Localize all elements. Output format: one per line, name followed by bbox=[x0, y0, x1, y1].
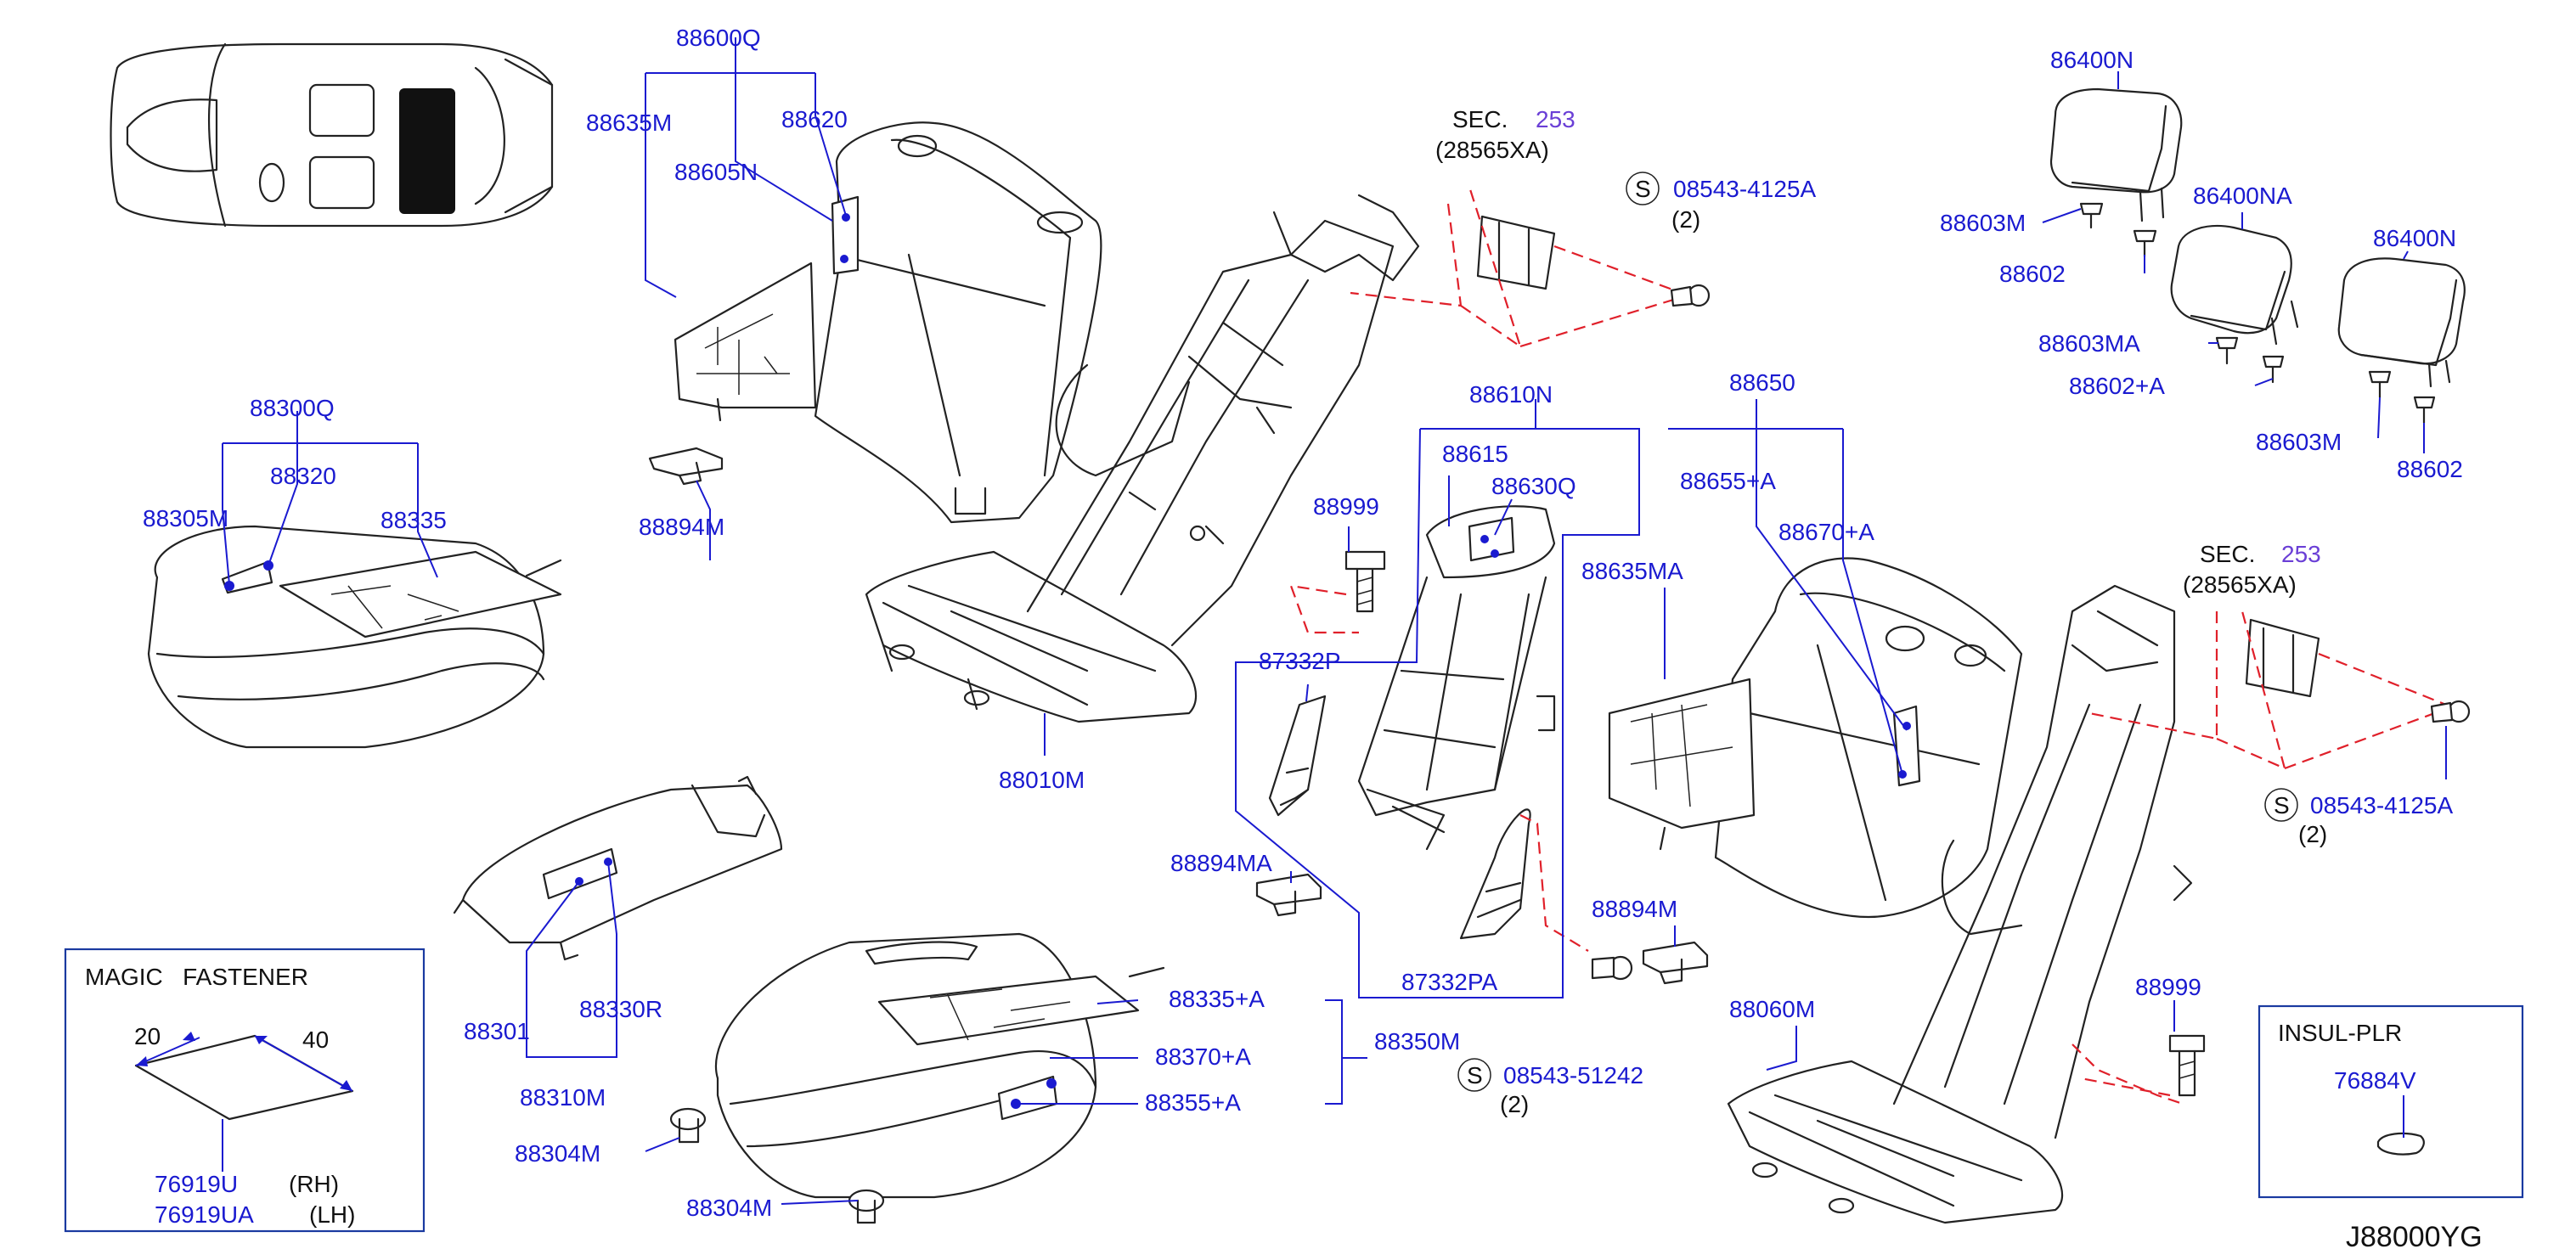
section-label-lower: SEC. bbox=[2200, 541, 2255, 567]
headrest-86400N-right-drawing bbox=[2337, 257, 2466, 388]
screw-symbol-icon-center bbox=[1457, 1058, 1491, 1092]
label-86400N-right[interactable]: 86400N bbox=[2373, 225, 2456, 251]
seat-back-right-drawing bbox=[1608, 557, 2023, 919]
label-88335[interactable]: 88335 bbox=[380, 507, 447, 533]
trim-87332P-drawing bbox=[1268, 695, 1327, 817]
bolt-88999-right-drawing bbox=[2080, 1034, 2206, 1097]
label-76919U[interactable]: 76919U bbox=[155, 1171, 238, 1197]
bolt-88999-drawing bbox=[1289, 550, 1386, 634]
label-88310M[interactable]: 88310M bbox=[520, 1084, 606, 1111]
label-88301[interactable]: 88301 bbox=[464, 1018, 530, 1044]
clip-88894M-right-drawing bbox=[1642, 941, 1709, 985]
magic-fastener-box bbox=[64, 948, 426, 1233]
label-88602A[interactable]: 88602+A bbox=[2069, 373, 2165, 399]
label-88615[interactable]: 88615 bbox=[1442, 441, 1508, 467]
label-88304M-upper[interactable]: 88304M bbox=[515, 1140, 600, 1167]
insul-plr-part-drawing bbox=[2376, 1095, 2425, 1156]
label-88350M[interactable]: 88350M bbox=[1374, 1028, 1460, 1055]
magic-fastener-lh: (LH) bbox=[309, 1201, 355, 1228]
label-88602-upper[interactable]: 88602 bbox=[1999, 261, 2066, 287]
label-76884V[interactable]: 76884V bbox=[2334, 1067, 2416, 1094]
label-86400NA[interactable]: 86400NA bbox=[2193, 183, 2292, 209]
label-88603M-right[interactable]: 88603M bbox=[2256, 429, 2342, 455]
label-88304M-lower[interactable]: 88304M bbox=[686, 1195, 772, 1221]
label-88305M[interactable]: 88305M bbox=[143, 505, 228, 532]
screw-qty-center: (2) bbox=[1500, 1091, 1529, 1117]
label-88655A[interactable]: 88655+A bbox=[1680, 468, 1776, 494]
label-88894MA[interactable]: 88894MA bbox=[1170, 850, 1272, 876]
car-locator-icon bbox=[110, 42, 554, 228]
screw-symbol-lower: S bbox=[2274, 792, 2290, 818]
section-ref-upper[interactable]: 253 bbox=[1536, 106, 1575, 132]
label-88635M[interactable]: 88635M bbox=[586, 110, 672, 136]
label-88320[interactable]: 88320 bbox=[270, 463, 336, 489]
label-88650[interactable]: 88650 bbox=[1729, 369, 1795, 396]
magic-fastener-rh: (RH) bbox=[289, 1171, 339, 1197]
screw-symbol-center: S bbox=[1467, 1062, 1483, 1088]
insul-plr-title: INSUL-PLR bbox=[2278, 1020, 2402, 1046]
label-88603M-upper[interactable]: 88603M bbox=[1940, 210, 2026, 236]
trim-87332PA-drawing bbox=[1459, 808, 1589, 952]
label-88060M[interactable]: 88060M bbox=[1729, 996, 1815, 1022]
section-part-lower: (28565XA) bbox=[2183, 571, 2297, 598]
headrest-guides-drawing bbox=[2079, 202, 2436, 425]
label-88335A[interactable]: 88335+A bbox=[1169, 986, 1265, 1012]
screw-part-upper[interactable]: 08543-4125A bbox=[1673, 176, 1816, 202]
label-86400N-upper[interactable]: 86400N bbox=[2050, 47, 2134, 73]
label-88300Q[interactable]: 88300Q bbox=[250, 395, 335, 421]
sec253-upper-drawing bbox=[1350, 186, 1711, 349]
label-88894M-right[interactable]: 88894M bbox=[1592, 896, 1677, 922]
screw-part-lower[interactable]: 08543-4125A bbox=[2310, 792, 2453, 818]
diagram-code: J88000YG bbox=[2346, 1221, 2483, 1253]
clip-88304M-drawing bbox=[669, 1107, 885, 1224]
section-label-upper: SEC. bbox=[1452, 106, 1508, 132]
label-87332PA[interactable]: 87332PA bbox=[1401, 969, 1497, 995]
headrest-86400NA-drawing bbox=[2170, 224, 2299, 346]
label-88330R[interactable]: 88330R bbox=[579, 996, 662, 1022]
label-87332P[interactable]: 87332P bbox=[1259, 648, 1341, 674]
screw-symbol-upper: S bbox=[1635, 176, 1651, 202]
insul-plr-box bbox=[2258, 1004, 2524, 1199]
headrest-86400N-upper-drawing bbox=[2049, 87, 2183, 222]
screw-08543-51242-drawing bbox=[1591, 955, 1633, 981]
label-88605N[interactable]: 88605N bbox=[674, 159, 758, 185]
label-88010M[interactable]: 88010M bbox=[999, 767, 1085, 793]
label-76919UA[interactable]: 76919UA bbox=[155, 1201, 254, 1228]
label-88999-right[interactable]: 88999 bbox=[2135, 974, 2201, 1000]
label-88670A[interactable]: 88670+A bbox=[1778, 519, 1874, 545]
label-88370A[interactable]: 88370+A bbox=[1155, 1043, 1251, 1070]
label-88602-right[interactable]: 88602 bbox=[2397, 456, 2463, 482]
section-ref-lower[interactable]: 253 bbox=[2281, 541, 2321, 567]
magic-fastener-dim-20: 20 bbox=[134, 1023, 161, 1049]
magic-fastener-drawing bbox=[134, 1032, 354, 1172]
label-88600Q[interactable]: 88600Q bbox=[676, 25, 761, 51]
label-88635MA[interactable]: 88635MA bbox=[1581, 558, 1683, 584]
cushion-pad-88310M-drawing bbox=[453, 775, 783, 961]
label-88620[interactable]: 88620 bbox=[781, 106, 848, 132]
label-88894M-left[interactable]: 88894M bbox=[639, 514, 724, 540]
seat-frame-88010M-drawing bbox=[865, 194, 1420, 723]
section-part-upper: (28565XA) bbox=[1435, 137, 1549, 163]
seat-cushion-left-drawing bbox=[147, 525, 562, 749]
seat-cushion-88350M-drawing bbox=[715, 932, 1165, 1199]
screw-part-center[interactable]: 08543-51242 bbox=[1503, 1062, 1643, 1088]
label-88630Q[interactable]: 88630Q bbox=[1491, 473, 1576, 499]
screw-qty-upper: (2) bbox=[1671, 206, 1700, 233]
label-88603MA[interactable]: 88603MA bbox=[2038, 330, 2140, 357]
magic-fastener-dim-40: 40 bbox=[302, 1027, 329, 1053]
label-88610N[interactable]: 88610N bbox=[1469, 381, 1553, 408]
screw-symbol-icon-upper bbox=[1626, 172, 1660, 205]
leader-lines bbox=[222, 37, 2447, 1205]
magic-fastener-title: MAGIC FASTENER bbox=[85, 964, 308, 990]
seat-frame-88060M-drawing bbox=[1727, 584, 2193, 1224]
screw-symbol-icon-lower bbox=[2264, 788, 2298, 822]
label-88999-center[interactable]: 88999 bbox=[1313, 493, 1379, 520]
clip-88894MA-drawing bbox=[1255, 873, 1322, 917]
seat-back-left-drawing bbox=[648, 121, 1102, 524]
seat-back-frame-88610N-drawing bbox=[1357, 505, 1556, 851]
sec253-lower-drawing bbox=[2088, 610, 2471, 770]
screw-qty-lower: (2) bbox=[2298, 821, 2327, 847]
label-88355A[interactable]: 88355+A bbox=[1145, 1089, 1241, 1116]
